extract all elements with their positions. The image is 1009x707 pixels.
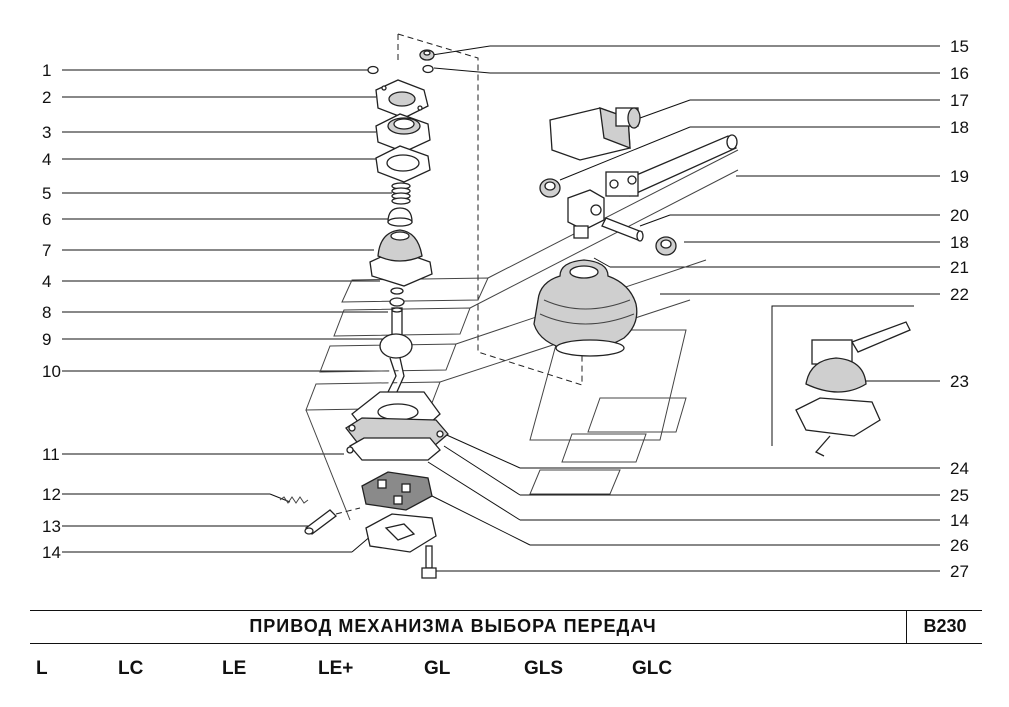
part-1-nut [367,65,379,75]
trim-gl: GL [424,658,451,679]
ghost-outlines [305,149,739,521]
part-26-block [361,471,433,511]
callout-right-25: 25 [950,486,969,505]
part-3-housing [375,113,431,153]
callout-left-5: 5 [42,184,51,203]
right-callouts: 15 16 17 18 19 20 18 21 22 23 24 25 14 2… [950,37,969,581]
callout-left-11: 11 [42,445,60,464]
trim-gls: GLS [524,658,564,679]
callout-right-20: 20 [950,206,969,225]
part-19-shift-rod [605,134,738,197]
callout-left-12: 12 [42,485,61,504]
part-13-pin [304,507,361,535]
callout-left-8: 8 [42,303,51,322]
diagram-code: B230 [923,616,967,636]
part-27-bolt [421,545,437,579]
callout-right-19: 19 [950,167,969,186]
callout-right-23: 23 [950,372,969,391]
callout-left-4b: 4 [42,272,51,291]
part-18-bushing-top [539,178,561,198]
part-2-flange [375,79,429,119]
callout-left-2: 2 [42,88,51,107]
callout-right-26: 26 [950,536,969,555]
callout-right-18: 18 [950,118,969,137]
part-20-pin [601,217,644,242]
part-11-base-assembly [345,391,449,461]
callout-left-3: 3 [42,123,51,142]
callout-right-27: 27 [950,562,969,581]
part-17-connector [549,107,641,161]
callout-right-24: 24 [950,459,969,478]
inset-23 [771,305,914,457]
part-22-boot [533,259,638,357]
callout-right-21: 21 [950,258,969,277]
title-bar: ПРИВОД МЕХАНИЗМА ВЫБОРА ПЕРЕДАЧ B230 [30,610,982,644]
trim-glc: GLC [632,658,673,679]
left-callouts: 1 2 3 4 5 6 7 4 8 9 10 11 12 13 14 [42,61,61,562]
callout-right-17: 17 [950,91,969,110]
part-8-ring [389,297,405,307]
part-9-lever-top [391,307,403,339]
trim-le: LE [222,658,247,679]
left-leader-lines [62,69,392,553]
assembly-axis [397,33,583,386]
page-title: ПРИВОД МЕХАНИЗМА ВЫБОРА ПЕРЕДАЧ [249,616,657,636]
callout-left-4: 4 [42,150,51,169]
callout-left-13: 13 [42,517,61,536]
part-12-spring [279,496,309,504]
part-21-clevis [567,189,605,239]
callout-right-18b: 18 [950,233,969,252]
part-14-plate [365,513,437,553]
part-18-bushing-bottom [655,236,677,256]
right-leader-lines [427,45,940,572]
title-divider [906,611,907,643]
callout-right-22: 22 [950,285,969,304]
part-5-spring [391,182,411,205]
part-7-housing-dome [369,229,433,287]
trim-le-plus: LE+ [318,658,354,679]
callout-left-9: 9 [42,330,51,349]
trim-l: L [36,658,48,679]
part-15-nut [419,49,435,61]
callout-left-10: 10 [42,362,61,381]
callout-left-7: 7 [42,241,51,260]
callout-right-15: 15 [950,37,969,56]
callout-left-6: 6 [42,210,51,229]
callout-right-14: 14 [950,511,969,530]
callout-right-16: 16 [950,64,969,83]
trim-lc: LC [118,658,144,679]
part-4-ring [390,287,404,295]
part-6-ball-seat [387,207,413,227]
part-16-washer [422,64,434,74]
callout-left-1: 1 [42,61,51,80]
part-10-ball-joint [379,333,413,395]
trim-levels: L LC LE LE+ GL GLS GLC [0,656,1009,686]
callout-left-14: 14 [42,543,61,562]
part-4-gasket [375,145,431,183]
